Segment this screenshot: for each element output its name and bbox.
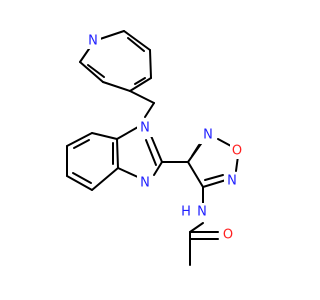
oxadiazole-oxygen-label: O: [232, 144, 242, 159]
methylene-bond: [144, 102, 155, 118]
carbonyl-oxygen-label: O: [223, 228, 233, 243]
amide-hydrogen-label: H: [181, 205, 191, 220]
oxadiazole-nitrogen-2-label: N: [203, 128, 213, 143]
label-background: [137, 119, 153, 137]
bond: [102, 81, 131, 92]
bond: [187, 161, 204, 188]
label-background: [230, 141, 246, 159]
bond: [127, 37, 145, 52]
amide-nitrogen-label: N: [197, 205, 207, 220]
bond: [66, 132, 93, 147]
oxadiazole-nitrogen-5-label: N: [227, 174, 237, 189]
bond: [66, 175, 93, 191]
bond: [189, 222, 204, 233]
bond: [72, 172, 92, 184]
bond: [129, 77, 152, 92]
benzene-ring: [66, 132, 119, 191]
label-background: [200, 126, 216, 144]
label-background: [137, 173, 153, 191]
label-background: [224, 172, 240, 190]
bond: [202, 179, 227, 188]
bond: [73, 139, 90, 149]
bond: [79, 61, 104, 83]
bond: [116, 138, 119, 169]
label-background: [219, 226, 235, 244]
methylene-bond: [129, 90, 155, 104]
label-background: [85, 31, 101, 49]
bond: [87, 64, 105, 78]
bond: [217, 138, 232, 147]
bond: [116, 126, 139, 140]
bond: [149, 49, 152, 79]
bond: [145, 139, 157, 166]
bond: [153, 161, 163, 176]
pyridine-nitrogen-label: N: [88, 34, 98, 49]
benzimidazole-nitrogen-3-label: N: [140, 176, 150, 191]
bond: [204, 174, 224, 181]
label-background: [194, 203, 210, 221]
bond: [191, 144, 200, 157]
atom-labels: N N N N O N N H O: [85, 31, 246, 244]
oxadiazole-ring: [161, 138, 239, 188]
bond: [91, 167, 119, 191]
molecule-structure: N N N N O N N H O: [66, 30, 246, 266]
benzimidazole-nitrogen-1-label: N: [140, 121, 150, 136]
bond: [117, 167, 141, 179]
molecule-canvas: N N N N O N N H O: [66, 30, 246, 266]
acetamide-group: [189, 186, 219, 266]
pyridine-ring: [79, 30, 152, 92]
bond: [134, 77, 146, 85]
bond: [91, 132, 118, 140]
bond: [123, 30, 151, 51]
